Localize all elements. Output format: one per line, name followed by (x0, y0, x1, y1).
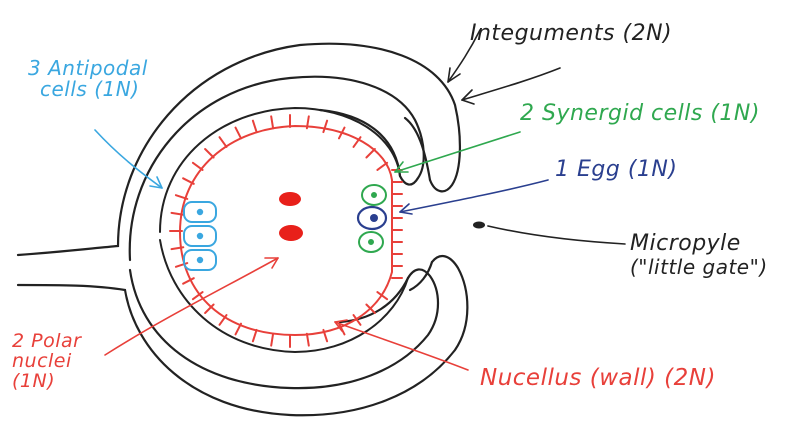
antipodal-line2: cells (1N) (40, 77, 140, 101)
hatch-mark (182, 177, 195, 185)
hatch-mark (204, 148, 215, 159)
hatch-mark (305, 332, 310, 347)
polar-nuclei-line3: (1N) (12, 369, 56, 392)
synergid-label: 2 Synergid cells (1N) (520, 101, 760, 126)
antipodal-cell (183, 249, 217, 271)
polar-arrow (104, 257, 279, 356)
polar-nucleus (279, 225, 303, 241)
polar-nuclei-line2: nuclei (12, 349, 72, 372)
hatch-mark (352, 136, 362, 148)
antipodal-cells (183, 201, 217, 271)
hatch-mark (170, 246, 185, 251)
hatch-mark (352, 314, 362, 326)
synergid-cell (361, 184, 387, 206)
hatch-mark (170, 211, 185, 216)
synergid-arrow (394, 131, 521, 173)
micropyle-label-line2: ("little gate") (630, 255, 768, 280)
polar-nuclei (279, 192, 303, 241)
antipodal-cell (183, 201, 217, 223)
hatch-mark (338, 126, 346, 140)
hatch-mark (234, 322, 242, 336)
hatch-mark (182, 277, 195, 285)
hatch-mark (204, 303, 215, 314)
hatch-mark (365, 148, 376, 159)
outer-integument (16, 42, 469, 417)
hatch-mark (376, 161, 389, 171)
polar-nuclei-label: 2 Polar nuclei (1N) (12, 330, 82, 392)
hatch-mark (270, 332, 275, 347)
antipodal-line1: 3 Antipodal (28, 56, 148, 80)
polar-nuclei-line1: 2 Polar (12, 330, 82, 352)
synergid-cell (358, 231, 384, 253)
hatch-mark (322, 119, 329, 134)
hatch-mark (218, 314, 228, 326)
nucellus-arrow (334, 319, 469, 371)
micropyle-marker (473, 221, 485, 229)
hatch-mark (305, 115, 310, 130)
integuments-label: Integuments (2N) (470, 21, 673, 46)
antipodal-cell (183, 225, 217, 247)
hatch-mark (338, 322, 346, 336)
hatch-mark (174, 262, 189, 268)
hatch-mark (251, 328, 258, 343)
antipodal-label: 3 Antipodal cells (1N) (28, 58, 148, 100)
egg-arrow (399, 179, 549, 215)
antipodal-arrow (94, 129, 163, 189)
hatch-mark (191, 291, 204, 301)
synergid-cells (358, 184, 387, 253)
micropyle-label-line1: Micropyle (630, 231, 741, 256)
integuments-arrow (447, 29, 561, 105)
polar-nucleus (279, 192, 301, 206)
micropyle-label: Micropyle ("little gate") (630, 232, 768, 278)
hatch-mark (322, 328, 329, 343)
hatch-mark (218, 136, 228, 148)
egg-cell (356, 205, 388, 231)
hatch-mark (174, 194, 189, 200)
hatch-mark (251, 119, 258, 134)
embryo-sac-wall (169, 114, 403, 348)
nucellus-outline (159, 106, 409, 354)
hatch-mark (234, 126, 242, 140)
hatch-mark (376, 291, 389, 301)
hatch-mark (365, 303, 376, 314)
hatch-mark (191, 161, 204, 171)
nucellus-label: Nucellus (wall) (2N) (480, 365, 716, 391)
hatch-mark (270, 115, 275, 130)
egg-label: 1 Egg (1N) (555, 157, 678, 182)
micropyle-arrow (487, 225, 626, 245)
